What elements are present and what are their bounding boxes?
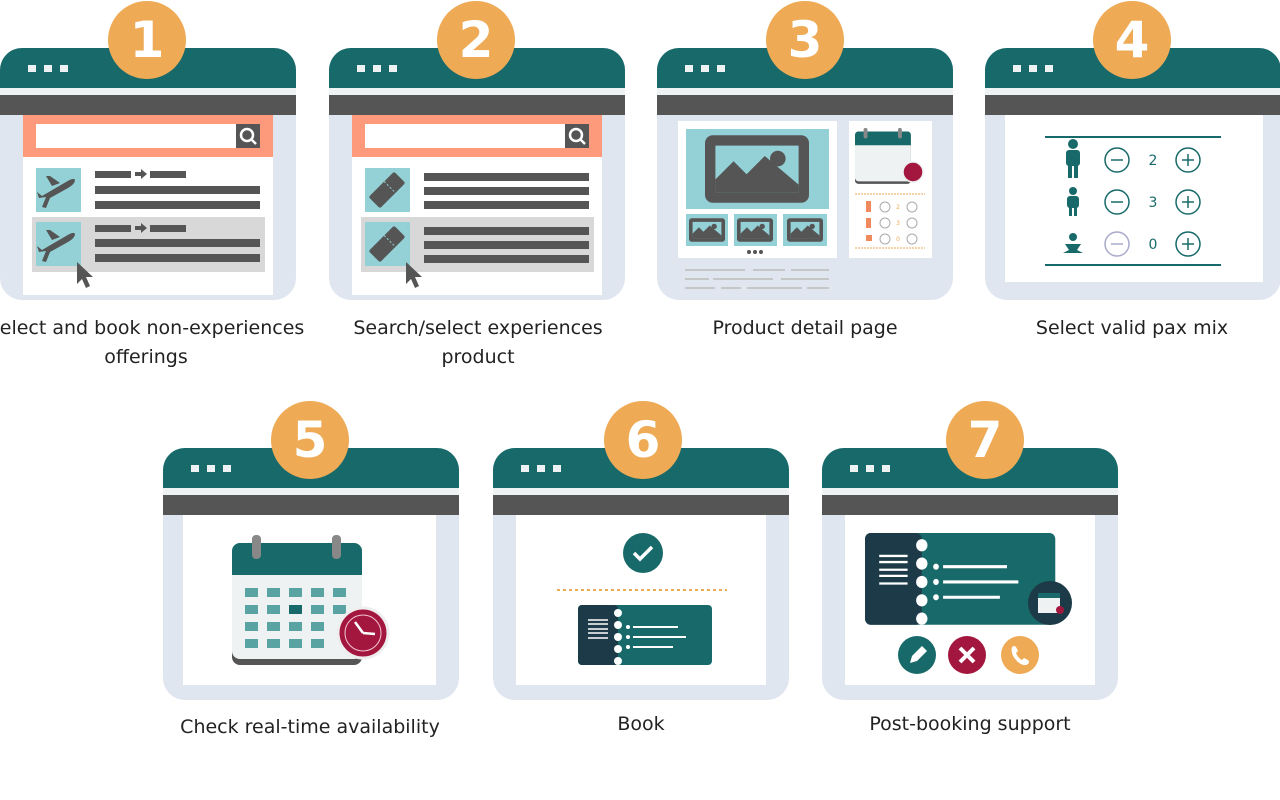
infant-icon <box>1063 233 1083 253</box>
flight-list-icon <box>0 48 296 300</box>
step-4-label: Select valid pax mix <box>1035 317 1229 339</box>
adult-icon <box>1066 139 1080 178</box>
search-icon <box>565 124 589 148</box>
step-5-label: Check real-time availability <box>180 716 440 738</box>
step-4-badge: 4 <box>1093 1 1171 79</box>
step-7-badge: 7 <box>946 401 1024 479</box>
step-1-card <box>0 48 296 300</box>
step-2-badge: 2 <box>437 1 515 79</box>
step-7-label: Post-booking support <box>869 713 1071 735</box>
step-6-badge: 6 <box>604 401 682 479</box>
svg-text:2: 2 <box>896 204 900 211</box>
svg-text:0: 0 <box>896 236 900 243</box>
step-6-label: Book <box>617 713 665 735</box>
step-3-badge: 3 <box>766 1 844 79</box>
svg-text:3: 3 <box>896 220 900 227</box>
ticket-list-icon <box>329 48 625 300</box>
search-icon <box>236 124 260 148</box>
child-count: 3 <box>1149 195 1158 211</box>
pax-selector-icon: 2 3 0 <box>985 48 1280 300</box>
step-4-card: 2 3 0 <box>985 48 1280 300</box>
step-6-card <box>493 448 789 700</box>
calendar-clock-icon <box>163 448 459 700</box>
step-1-label: Select and book non-experiences offering… <box>0 317 305 368</box>
step-3-label: Product detail page <box>712 317 898 339</box>
step-3-card: 2 3 0 <box>657 48 953 300</box>
child-icon <box>1067 187 1079 216</box>
step-2-label: Search/select experiences product <box>353 317 603 368</box>
step-7-card <box>822 448 1118 700</box>
infant-count: 0 <box>1149 237 1158 253</box>
step-1-badge: 1 <box>108 1 186 79</box>
adult-count: 2 <box>1149 153 1158 169</box>
step-5-card <box>163 448 459 700</box>
step-5-badge: 5 <box>271 401 349 479</box>
ticket-check-icon <box>493 448 789 700</box>
step-2-card <box>329 48 625 300</box>
ticket-support-icon <box>822 448 1118 700</box>
product-page-icon: 2 3 0 <box>657 48 953 300</box>
phone-icon <box>1001 636 1039 674</box>
